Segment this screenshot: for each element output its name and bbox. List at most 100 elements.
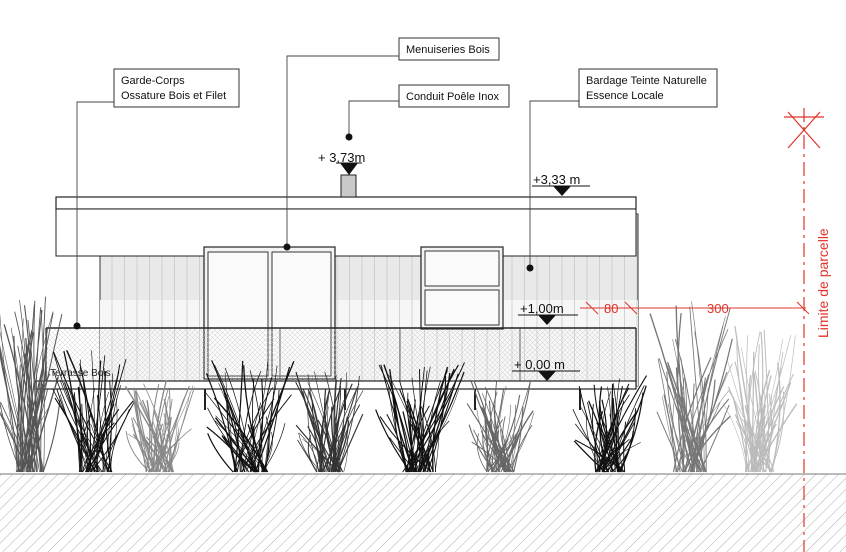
shrub-branch: [164, 391, 191, 473]
ground-hatch: [0, 474, 846, 552]
shrub-branch: [163, 385, 190, 473]
shrub-branch: [612, 397, 619, 473]
shrub-branch: [85, 403, 115, 473]
shrub-branch: [573, 440, 606, 473]
shrub-branch: [672, 357, 712, 473]
shrub-branch: [326, 400, 344, 473]
shrub-branch: [234, 360, 244, 473]
shrub-branch: [434, 437, 440, 473]
shrub-branch: [21, 328, 48, 473]
shrub-branch: [157, 396, 169, 473]
shrub-branch: [0, 413, 29, 473]
shrub-branch: [407, 389, 454, 473]
shrub-branch: [656, 411, 683, 473]
shrub-branch: [133, 387, 155, 473]
shrub-branch: [599, 413, 616, 473]
shrub-branch: [649, 313, 696, 473]
shrub-branch: [207, 433, 234, 473]
shrub-branch: [770, 335, 796, 473]
shrub-branch: [343, 435, 349, 473]
shrub-branch: [680, 358, 686, 473]
shrub-branch: [746, 331, 761, 473]
shrub-branch: [419, 372, 451, 473]
shrub-branch: [736, 335, 758, 473]
shrub-branch: [752, 421, 775, 473]
shrub-branch: [417, 371, 465, 473]
shrub-branch: [760, 404, 767, 473]
shrub-branch: [760, 392, 766, 473]
shrub-branch: [623, 421, 627, 473]
shrub-branch: [599, 391, 612, 473]
shrub-branch: [601, 410, 620, 473]
shrub-branch: [498, 383, 531, 473]
shrub-branch: [257, 378, 264, 473]
shrub-branch: [324, 383, 360, 473]
shrub-branch: [317, 419, 344, 473]
dimension-300: 300: [707, 301, 729, 316]
shrub-branch: [233, 398, 275, 473]
shrub-branch: [691, 301, 705, 473]
shrub-branch: [500, 429, 512, 473]
shrub-branch: [420, 405, 437, 473]
shrub-branch: [388, 374, 431, 473]
shrub-branch: [658, 358, 705, 473]
shrub-branch: [490, 425, 525, 473]
shrub-branch: [17, 347, 48, 473]
shrub-branch: [765, 351, 784, 473]
shrub-branch: [42, 399, 61, 473]
shrub-branch: [307, 434, 318, 473]
shrub-branch: [471, 441, 506, 473]
roof-soffit: [55, 208, 637, 257]
callout-garde-corps-line1: Garde-Corps: [121, 75, 185, 87]
shrub-branch: [618, 392, 644, 473]
shrub-branch: [411, 377, 429, 473]
shrub-branch: [607, 422, 635, 473]
window: [420, 246, 504, 330]
callout-bardage-line2: Essence Locale: [586, 90, 664, 102]
callout-garde-corps-line2: Ossature Bois et Filet: [121, 90, 226, 102]
shrub-branch: [672, 369, 680, 473]
shrub-branch: [81, 371, 109, 473]
shrub-branch: [298, 432, 319, 473]
shrub-branch: [19, 329, 33, 473]
shrub-branch: [245, 381, 277, 473]
shrub-branch: [133, 400, 147, 473]
shrub-branch: [26, 312, 54, 473]
shrub-branch: [252, 378, 257, 473]
shrub-branch: [18, 318, 24, 473]
shrub-branch: [602, 409, 639, 473]
shrub-branch: [215, 415, 266, 473]
shrub-branch: [683, 316, 726, 473]
shrub-branch: [63, 350, 82, 473]
shrub-branch: [484, 388, 493, 473]
shrub-branch: [260, 432, 273, 473]
shrub-branch: [338, 372, 347, 473]
shrub-branch: [722, 403, 748, 473]
shrub-branch: [295, 381, 331, 473]
level-chimney: + 3,73m: [318, 150, 365, 175]
shrub-branch: [229, 422, 257, 473]
level-deck: +1,00m: [518, 301, 578, 325]
shrub-branch: [406, 400, 427, 473]
shrub-branch: [93, 358, 127, 473]
shrub-branch: [739, 357, 756, 473]
shrub-branch: [677, 356, 684, 473]
shrub-branch: [226, 400, 238, 473]
callout-garde-corps: Garde-Corps Ossature Bois et Filet: [73, 68, 240, 330]
shrub-branch: [511, 424, 533, 473]
shrub-branch: [165, 427, 180, 473]
callout-conduit-text: Conduit Poêle Inox: [406, 91, 499, 103]
shrub-branch: [323, 388, 337, 473]
shrub-branch: [407, 398, 432, 473]
shrub-branch: [79, 359, 84, 473]
shrub-branch: [607, 386, 613, 473]
shrub-branch: [321, 390, 330, 473]
shrub-branch: [602, 385, 647, 473]
level-roof-text: +3,33 m: [533, 172, 580, 187]
shrub-branch: [694, 331, 707, 473]
shrub-branch: [307, 389, 322, 473]
shrub-branch: [697, 388, 709, 473]
shrub-branch: [682, 402, 721, 473]
shrub-branch: [125, 430, 150, 473]
